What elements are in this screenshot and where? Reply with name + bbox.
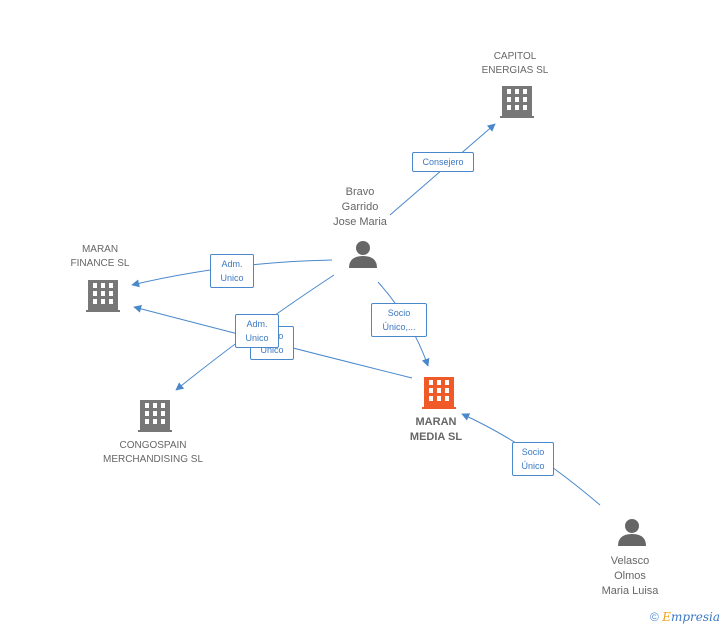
empresia-logo: Empresia <box>662 610 721 624</box>
edge-label-socio-unico-velasco[interactable]: Socio Único <box>512 442 554 476</box>
person-icon <box>618 519 646 546</box>
edge-label-adm-unico-congospain[interactable]: Adm. Unico <box>235 314 279 348</box>
node-label-maran-finance[interactable]: MARAN FINANCE SL <box>70 244 130 269</box>
edge-label-consejero[interactable]: Consejero <box>412 152 474 172</box>
person-icon <box>349 241 377 268</box>
node-label-bravo-garrido[interactable]: Bravo Garrido Jose Maria <box>333 186 387 228</box>
node-label-capitol-energias[interactable]: CAPITOL ENERGIAS SL <box>481 51 549 76</box>
building-icon-highlighted <box>422 377 456 409</box>
footer-branding[interactable]: © Empresia <box>650 610 720 624</box>
edge-label-adm-unico-finance[interactable]: Adm. Unico <box>210 254 254 288</box>
node-label-velasco-olmos[interactable]: Velasco Olmos Maria Luisa <box>601 555 659 597</box>
building-icon <box>138 400 172 432</box>
copyright-icon: © <box>650 610 659 624</box>
node-label-maran-media[interactable]: MARAN MEDIA SL <box>409 416 463 443</box>
node-label-congospain[interactable]: CONGOSPAIN MERCHANDISING SL <box>102 440 203 465</box>
building-icon <box>500 86 534 118</box>
edge-label-socio-unico-media[interactable]: Socio Único,... <box>371 303 427 337</box>
building-icon <box>86 280 120 312</box>
